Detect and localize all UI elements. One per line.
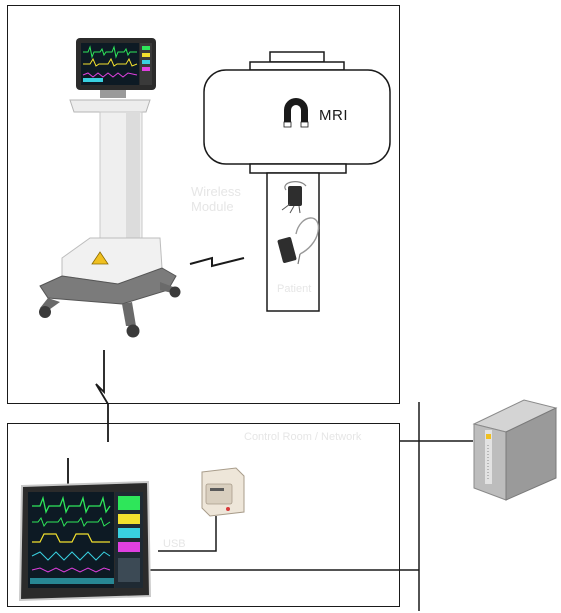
mri-scanner (204, 52, 390, 173)
mri-monitor-trolley (39, 38, 181, 338)
wireless-link-icon (190, 258, 244, 266)
patient-label: Patient (277, 282, 311, 297)
usb-label: USB (163, 537, 186, 552)
usb-printer (202, 468, 244, 516)
server-tower-icon (474, 400, 556, 500)
mri-label: MRI (319, 107, 348, 124)
wireless-link-icon-2 (96, 350, 108, 442)
wireless-module-label: Wireless Module (191, 184, 241, 214)
control-room-label: Control Room / Network (244, 430, 361, 445)
central-monitor (20, 458, 150, 600)
